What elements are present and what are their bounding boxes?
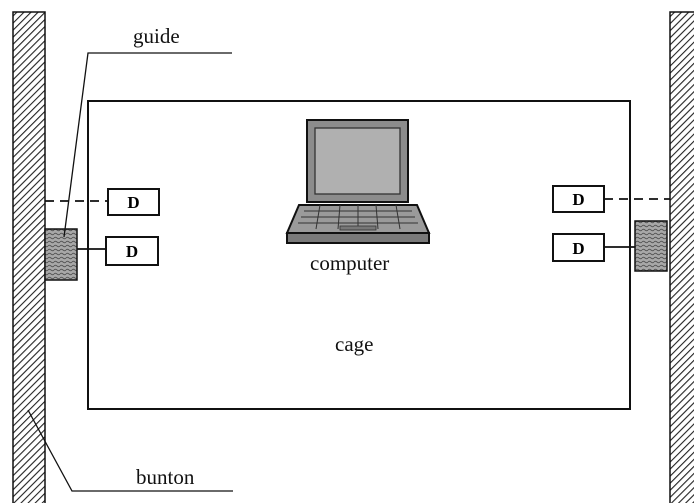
bunton-label: bunton <box>136 465 195 489</box>
detector-left-bottom-label: D <box>126 242 138 261</box>
right-bunton <box>669 11 694 503</box>
detector-left-top-label: D <box>127 193 139 212</box>
cage-outline <box>87 100 631 410</box>
bunton-leader-line <box>27 409 233 492</box>
laptop-icon <box>285 119 431 244</box>
detector-left-bottom: D <box>105 236 159 266</box>
guide-leader-line <box>63 52 232 238</box>
computer-label: computer <box>310 251 390 275</box>
detector-right-bottom-label: D <box>572 239 584 258</box>
detector-right-top-label: D <box>572 190 584 209</box>
detector-left-top: D <box>107 188 160 216</box>
cage-label: cage <box>335 332 374 356</box>
right-guide <box>634 220 668 272</box>
guide-label: guide <box>133 24 180 48</box>
detector-right-top: D <box>552 185 605 213</box>
left-bunton <box>12 11 46 503</box>
detector-right-bottom: D <box>552 233 605 262</box>
left-guide <box>44 228 78 281</box>
